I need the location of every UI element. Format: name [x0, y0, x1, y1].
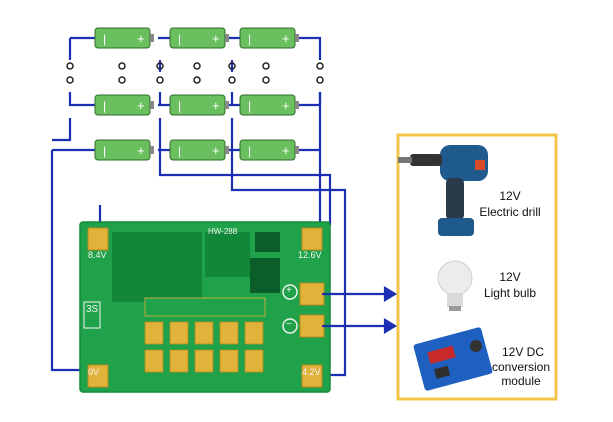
cell-plus-label: +	[282, 98, 290, 113]
output-arrows	[322, 286, 398, 334]
connector-dot	[228, 62, 236, 70]
label-12v6: 12.6V	[298, 250, 322, 260]
cell-plus-label: +	[282, 31, 290, 46]
pad-12v6	[301, 227, 323, 251]
label-4v2: 4.2V	[302, 367, 321, 377]
label-8v4: 8.4V	[88, 250, 107, 260]
connector-dot	[156, 62, 164, 70]
out-minus-label: −	[286, 319, 292, 330]
battery-cell: |+	[94, 27, 154, 49]
label-0v: 0V	[88, 367, 100, 377]
drill-icon	[398, 145, 488, 236]
cell-minus-label: |	[248, 99, 251, 113]
battery-cell: |+	[169, 94, 229, 116]
connector-dot	[193, 62, 201, 70]
cell-plus-label: +	[212, 31, 220, 46]
cell-minus-label: |	[103, 32, 106, 46]
series-mark: 3S	[86, 304, 99, 315]
board-model: HW-288	[208, 227, 238, 236]
drill-name: Electric drill	[479, 205, 541, 219]
cell-plus-label: +	[137, 98, 145, 113]
bulb-name: Light bulb	[483, 286, 537, 300]
battery-cell: |+	[239, 94, 299, 116]
dc-converter-icon	[413, 327, 493, 391]
bms-board	[79, 221, 331, 393]
connector-dot	[66, 62, 74, 70]
battery-cells: |+|+|+|+|+|+|+|+|+	[94, 27, 299, 161]
cell-minus-label: |	[178, 32, 181, 46]
wiring	[50, 36, 347, 377]
mosfet-pads	[144, 297, 266, 373]
connector-dot	[193, 76, 201, 84]
cell-plus-label: +	[212, 98, 220, 113]
cell-minus-label: |	[103, 99, 106, 113]
out-plus-label: +	[286, 285, 292, 296]
pad-8v4	[87, 227, 109, 251]
pad-out-minus	[299, 314, 325, 338]
connector-dot	[316, 76, 324, 84]
cell-plus-label: +	[137, 31, 145, 46]
battery-cell: |+	[169, 27, 229, 49]
converter-name: conversion module	[491, 360, 551, 388]
battery-cell: |+	[169, 139, 229, 161]
converter-voltage: 12V DC	[501, 345, 545, 359]
pad-4v2	[301, 364, 323, 388]
connector-dot	[118, 62, 126, 70]
connector-dot	[66, 76, 74, 84]
pad-0v	[87, 364, 109, 388]
cell-minus-label: |	[178, 144, 181, 158]
pad-out-plus	[299, 282, 325, 306]
solder-pads	[87, 227, 325, 388]
battery-cell: |+	[239, 139, 299, 161]
cell-minus-label: |	[103, 144, 106, 158]
cell-plus-label: +	[212, 143, 220, 158]
cell-plus-label: +	[137, 143, 145, 158]
connector-dot	[118, 76, 126, 84]
drill-voltage: 12V	[499, 189, 521, 203]
cell-minus-label: |	[248, 32, 251, 46]
loads-frame	[396, 133, 558, 401]
smd-components	[112, 232, 280, 302]
connector-dot	[156, 76, 164, 84]
bulb-icon	[437, 260, 473, 311]
cell-plus-label: +	[282, 143, 290, 158]
battery-cell: |+	[94, 139, 154, 161]
bulb-voltage: 12V	[499, 270, 521, 284]
connector-dot	[228, 76, 236, 84]
plus-marker-icon	[282, 284, 298, 300]
minus-marker-icon	[282, 318, 298, 334]
battery-cell: |+	[239, 27, 299, 49]
connector-dot	[262, 62, 270, 70]
connector-dot	[262, 76, 270, 84]
battery-cell: |+	[94, 94, 154, 116]
connector-dot	[316, 62, 324, 70]
connector-dots	[66, 62, 324, 84]
cell-minus-label: |	[178, 99, 181, 113]
cell-minus-label: |	[248, 144, 251, 158]
